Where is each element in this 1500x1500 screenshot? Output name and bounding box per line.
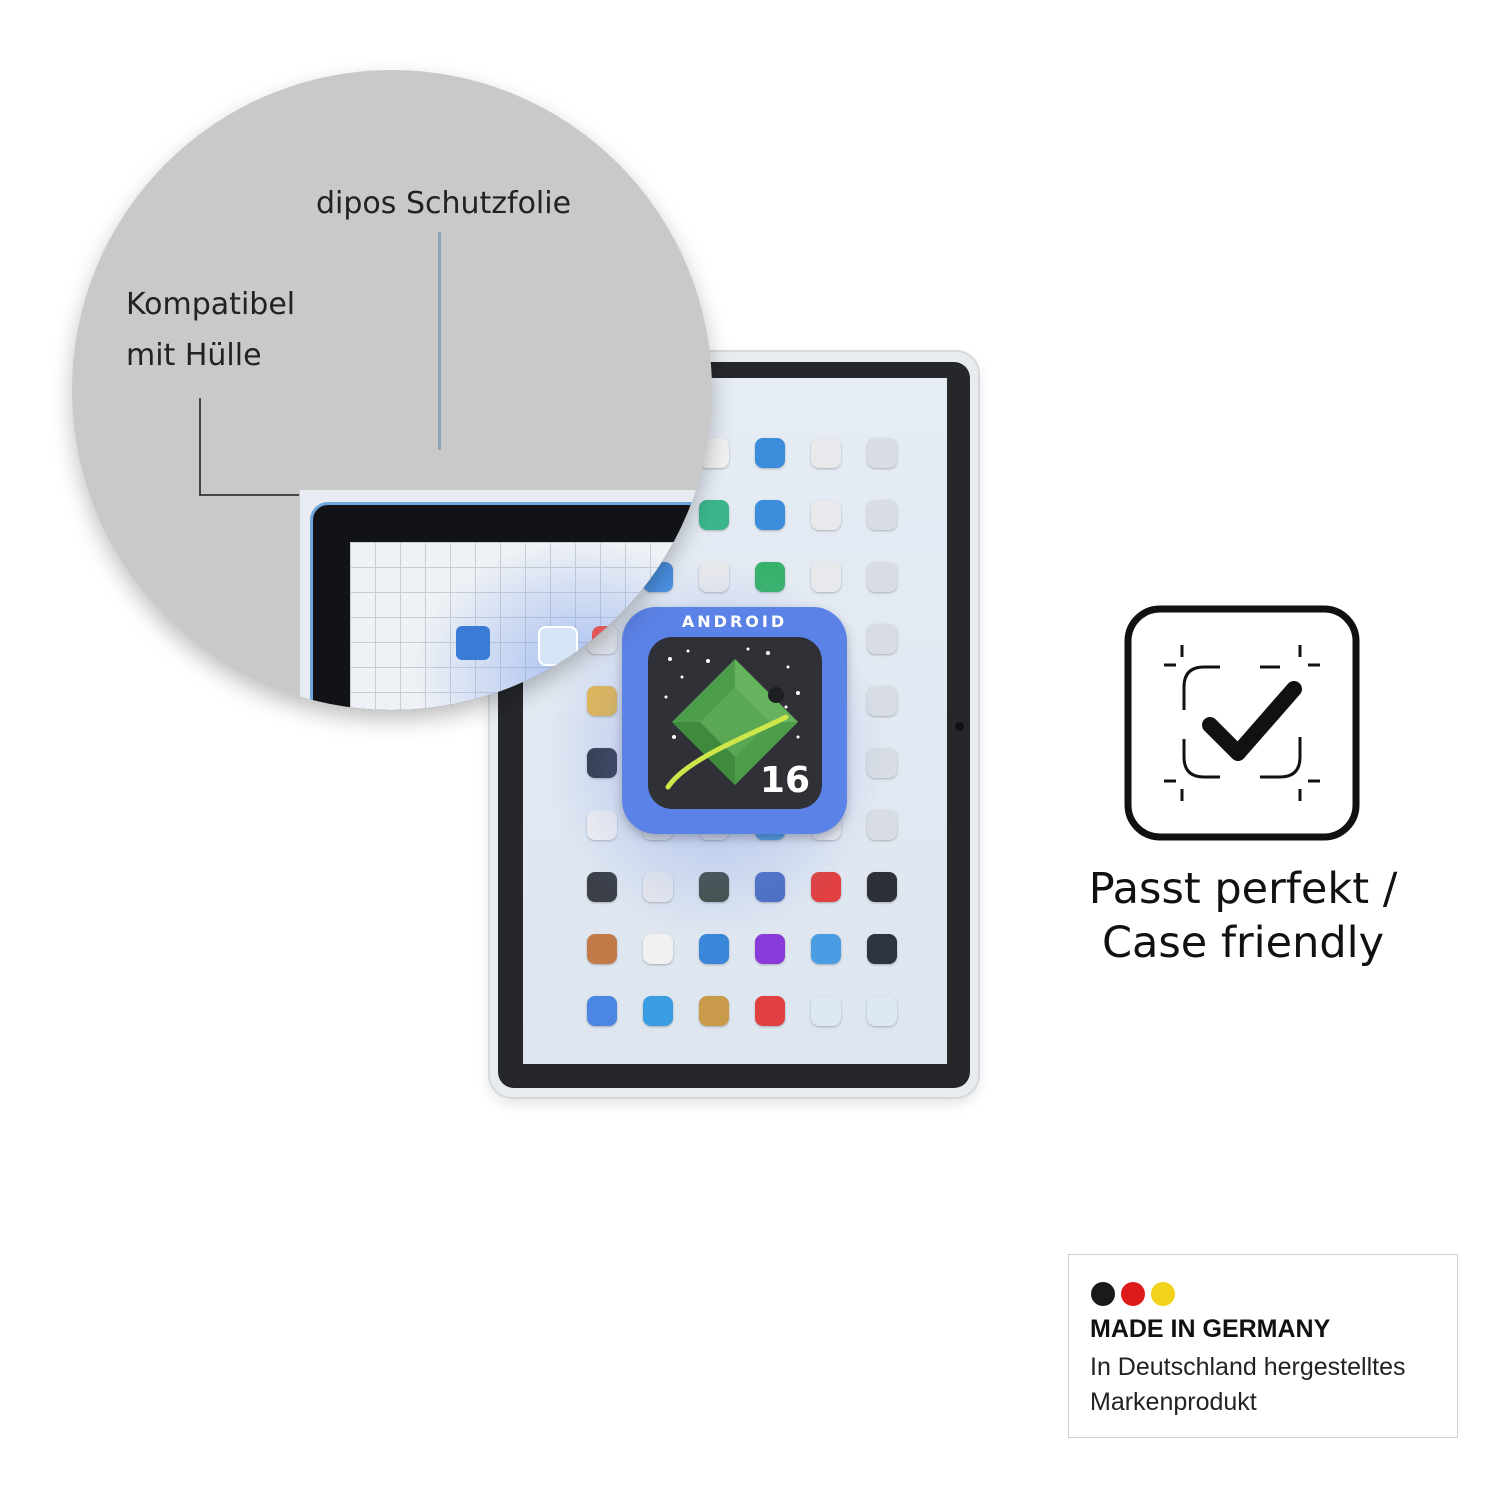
app-icon[interactable] xyxy=(755,500,785,530)
app-icon[interactable] xyxy=(811,500,841,530)
case-friendly-line1: Passt perfekt / xyxy=(1088,864,1398,914)
flag-dot-gold xyxy=(1151,1282,1175,1306)
app-icon[interactable] xyxy=(811,934,841,964)
app-icon[interactable] xyxy=(867,500,897,530)
made-in-germany-title: MADE IN GERMANY xyxy=(1090,1315,1331,1343)
app-icon[interactable] xyxy=(867,934,897,964)
app-icon[interactable] xyxy=(587,934,617,964)
zoom-callout-circle xyxy=(72,70,712,710)
app-icon[interactable] xyxy=(811,562,841,592)
made-in-germany-subtitle-line2: Markenprodukt xyxy=(1090,1388,1257,1416)
made-in-germany-subtitle-line1: In Deutschland hergestelltes xyxy=(1090,1353,1406,1381)
app-icon[interactable] xyxy=(755,438,785,468)
case-friendly-line2: Case friendly xyxy=(1101,918,1385,968)
flag-dot-red xyxy=(1121,1282,1145,1306)
checkmark-icon xyxy=(1124,605,1360,841)
camera-icon xyxy=(955,722,964,731)
made-in-germany-subtitle: In Deutschland hergestelltes Markenprodu… xyxy=(1090,1350,1405,1420)
app-icon[interactable] xyxy=(867,438,897,468)
zoom-app-icon xyxy=(592,626,622,656)
case-friendly-label: Passt perfekt / Case friendly xyxy=(1060,862,1426,970)
app-icon[interactable] xyxy=(811,438,841,468)
app-icon[interactable] xyxy=(755,934,785,964)
android-version-number: 16 xyxy=(759,760,810,801)
made-in-germany-badge: MADE IN GERMANY In Deutschland hergestel… xyxy=(1068,1254,1458,1438)
app-icon[interactable] xyxy=(643,996,673,1026)
case-label-line1: Kompatibel xyxy=(126,287,296,322)
zoom-app-icon xyxy=(538,626,578,666)
case-callout-line-horizontal xyxy=(199,494,299,496)
film-callout-line xyxy=(438,232,441,450)
app-icon[interactable] xyxy=(587,996,617,1026)
app-icon[interactable] xyxy=(867,996,897,1026)
case-label-line2: mit Hülle xyxy=(126,338,262,373)
case-check-icon xyxy=(1124,605,1360,841)
zoom-app-icon xyxy=(456,626,490,660)
case-callout-line-vertical xyxy=(199,398,201,496)
app-icon[interactable] xyxy=(867,624,897,654)
app-icon[interactable] xyxy=(811,996,841,1026)
app-icon[interactable] xyxy=(699,996,729,1026)
film-label: dipos Schutzfolie xyxy=(316,186,572,221)
app-icon[interactable] xyxy=(755,996,785,1026)
flag-dot-black xyxy=(1091,1282,1115,1306)
app-icon[interactable] xyxy=(867,562,897,592)
app-icon[interactable] xyxy=(643,934,673,964)
app-icon[interactable] xyxy=(867,872,897,902)
